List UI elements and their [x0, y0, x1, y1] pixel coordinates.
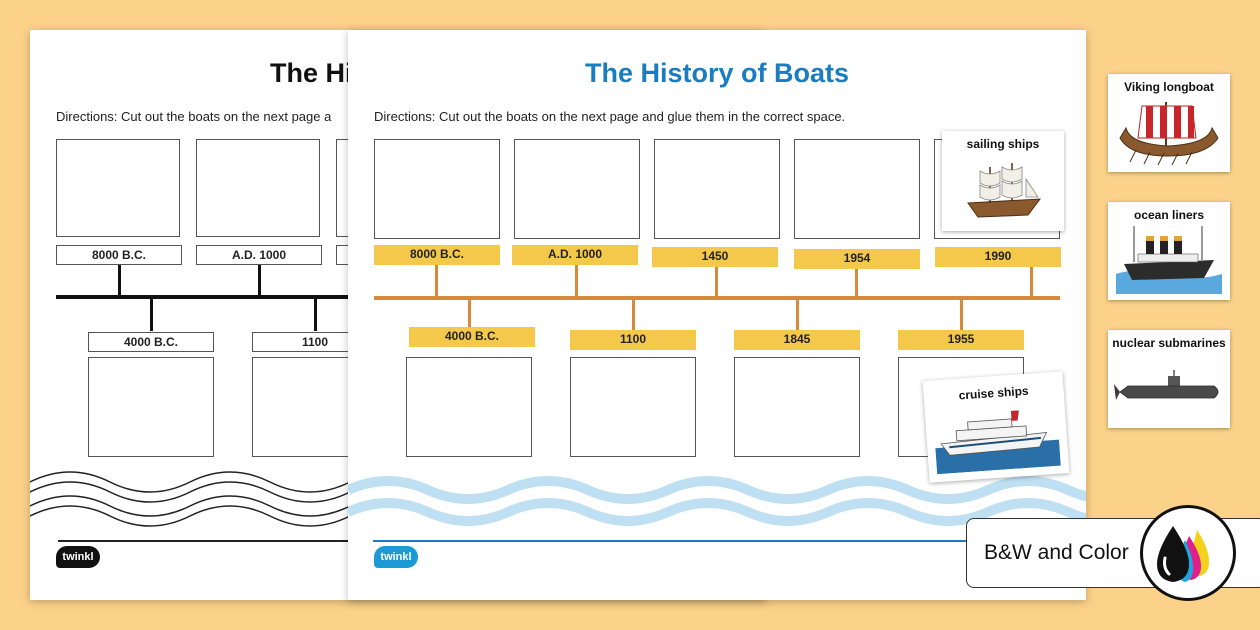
twinkl-logo: twinkl: [56, 546, 100, 568]
footer-line: [373, 540, 1073, 542]
timeline-tick: [632, 298, 635, 330]
timeline-tick: [468, 298, 471, 328]
date-label: 1990: [935, 247, 1061, 267]
timeline-tick: [715, 267, 718, 297]
timeline-tick: [796, 298, 799, 330]
picture-box: [514, 139, 640, 239]
nuclear-submarines-card: nuclear submarines: [1108, 330, 1230, 428]
date-label: A.D. 1000: [512, 245, 638, 265]
timeline-tick: [960, 298, 963, 330]
date-label: 1100: [252, 332, 378, 352]
twinkl-logo: twinkl: [374, 546, 418, 568]
sailing-ships-card: sailing ships: [942, 131, 1064, 231]
directions-text: Directions: Cut out the boats on the nex…: [56, 109, 332, 124]
badge-text: B&W and Color: [984, 541, 1129, 564]
picture-box: [794, 139, 920, 239]
date-label: 1100: [570, 330, 696, 350]
card-label: Viking longboat: [1124, 80, 1214, 94]
date-label: 8000 B.C.: [374, 245, 500, 265]
date-label: 1954: [794, 249, 920, 269]
worksheet-title: The Hi: [270, 58, 353, 88]
viking-longboat-icon: [1119, 102, 1219, 166]
ocean-liners-card: ocean liners: [1108, 202, 1230, 300]
worksheet-title: The History of Boats: [584, 58, 850, 88]
timeline-tick: [1030, 267, 1033, 297]
color-worksheet: The History of Boats Directions: Cut out…: [348, 30, 1086, 600]
timeline-tick: [575, 265, 578, 297]
timeline-tick: [118, 265, 121, 297]
date-label: A.D. 1000: [196, 245, 322, 265]
date-label: 1955: [898, 330, 1024, 350]
viking-longboat-card: Viking longboat: [1108, 74, 1230, 172]
picture-box: [88, 357, 214, 457]
cruise-ships-card: cruise ships: [922, 371, 1070, 483]
picture-box: [654, 139, 780, 239]
picture-box: [570, 357, 696, 457]
ocean-liner-icon: [1116, 226, 1222, 294]
timeline-tick: [435, 265, 438, 297]
date-label: 8000 B.C.: [56, 245, 182, 265]
card-label: ocean liners: [1133, 208, 1205, 222]
date-label: 1845: [734, 330, 860, 350]
date-label: 4000 B.C.: [409, 327, 535, 347]
wave-decoration: [348, 476, 1086, 526]
timeline-tick: [150, 297, 153, 331]
timeline-tick: [314, 297, 317, 331]
card-label: cruise ships: [958, 383, 1030, 403]
picture-box: [374, 139, 500, 239]
picture-box: [406, 357, 532, 457]
timeline-tick: [855, 269, 858, 297]
timeline-line: [374, 296, 1060, 300]
picture-box: [56, 139, 180, 237]
card-label: sailing ships: [966, 137, 1040, 151]
date-label: 4000 B.C.: [88, 332, 214, 352]
timeline-tick: [258, 265, 261, 297]
date-label: 1450: [652, 247, 778, 267]
picture-box: [196, 139, 320, 237]
ink-drops-icon: [1140, 505, 1236, 601]
picture-box: [734, 357, 860, 457]
card-label: nuclear submarines: [1112, 336, 1226, 350]
directions-text: Directions: Cut out the boats on the nex…: [374, 109, 846, 124]
submarine-icon: [1114, 370, 1219, 400]
sailing-ship-icon: [967, 163, 1042, 218]
cruise-ship-icon: [935, 410, 1061, 475]
